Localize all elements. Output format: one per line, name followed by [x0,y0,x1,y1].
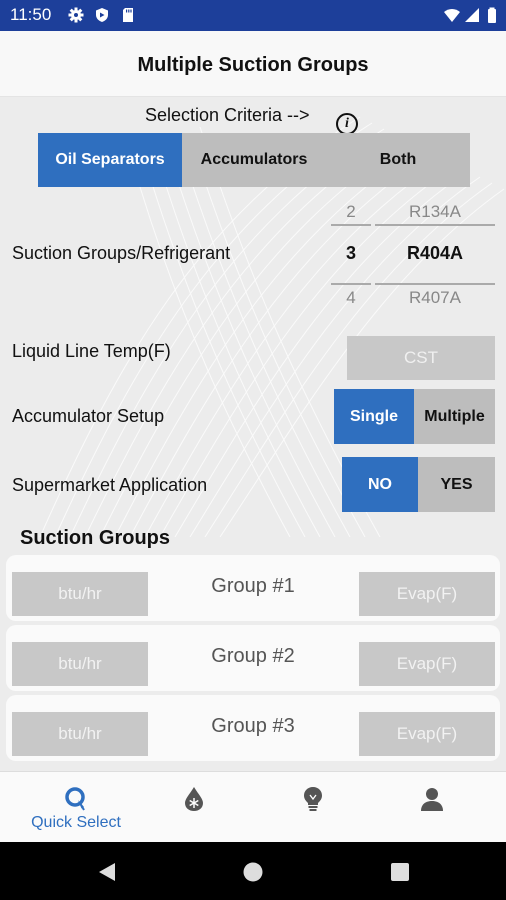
group-count-prev: 2 [346,202,356,221]
wifi-icon [444,7,460,23]
shield-icon [94,7,110,23]
group-load-input[interactable]: btu/hr [12,712,148,756]
group-evap-input[interactable]: Evap(F) [359,642,495,686]
sd-card-icon [120,7,136,23]
suction-groups-refrigerant-label: Suction Groups/Refrigerant [12,243,231,263]
nav-profile[interactable] [369,772,495,843]
user-icon [421,788,443,811]
group-evap-input[interactable]: Evap(F) [359,712,495,756]
home-icon[interactable] [242,861,264,883]
option-yes[interactable]: YES [418,457,495,512]
group-count-selected: 3 [345,243,356,263]
group-card: btu/hr Group #1 Evap(F) [6,555,500,621]
refrigerant-drop-icon [185,787,203,811]
picker-divider [331,283,371,285]
picker-divider [375,283,495,285]
page-title: Multiple Suction Groups [137,54,369,76]
status-bar: 11:50 [0,0,506,31]
accumulator-setup-label: Accumulator Setup [12,406,165,426]
signal-icon [464,7,480,23]
gear-icon [68,7,84,23]
option-accumulators[interactable]: Accumulators [182,133,326,187]
supermarket-application-segmented: NO YES [342,457,495,512]
option-no[interactable]: NO [342,457,418,512]
group-evap-input[interactable]: Evap(F) [359,572,495,616]
group-load-input[interactable]: btu/hr [12,642,148,686]
quick-select-icon [65,787,85,811]
nav-tips[interactable] [250,772,376,843]
back-icon[interactable] [96,861,118,883]
refrigerant-prev: R134A [409,202,461,221]
group-card: btu/hr Group #3 Evap(F) [6,695,500,761]
liquid-line-temp-label: Liquid Line Temp(F) [12,341,171,361]
main-content: Selection Criteria --> i Oil Separators … [0,97,506,771]
group-name: Group #3 [211,715,295,737]
picker-divider [331,224,371,226]
option-oil-separators[interactable]: Oil Separators [38,133,182,187]
info-icon[interactable]: i [336,113,358,135]
suction-groups-heading: Suction Groups [20,527,170,549]
refrigerant-next: R407A [409,288,461,307]
group-count-picker[interactable]: 2 3 4 [331,201,371,307]
liquid-line-temp-input[interactable]: CST [347,336,495,380]
group-name: Group #2 [211,645,295,667]
option-multiple[interactable]: Multiple [414,389,495,444]
group-name: Group #1 [211,575,295,597]
refrigerant-picker[interactable]: R134A R404A R407A [375,201,495,307]
status-time: 11:50 [10,5,52,24]
option-single[interactable]: Single [334,389,414,444]
nav-quick-select[interactable]: Quick Select [13,772,139,843]
lightbulb-icon [304,787,322,811]
refrigerant-selected: R404A [406,243,464,263]
system-nav-bar [0,842,506,900]
picker-divider [375,224,495,226]
group-count-next: 4 [346,288,356,307]
app-header: Multiple Suction Groups [0,31,506,97]
supermarket-application-label: Supermarket Application [12,475,208,495]
recents-icon[interactable] [389,861,411,883]
group-load-input[interactable]: btu/hr [12,572,148,616]
battery-icon [484,7,500,23]
accumulator-setup-segmented: Single Multiple [334,389,495,444]
option-both[interactable]: Both [326,133,470,187]
selection-criteria-label: Selection Criteria --> [145,105,310,125]
group-card: btu/hr Group #2 Evap(F) [6,625,500,691]
selection-criteria-segmented: Oil Separators Accumulators Both [38,133,470,187]
nav-quick-select-label: Quick Select [31,814,121,831]
nav-refrigerant[interactable] [131,772,257,843]
bottom-nav: Quick Select [0,771,506,842]
